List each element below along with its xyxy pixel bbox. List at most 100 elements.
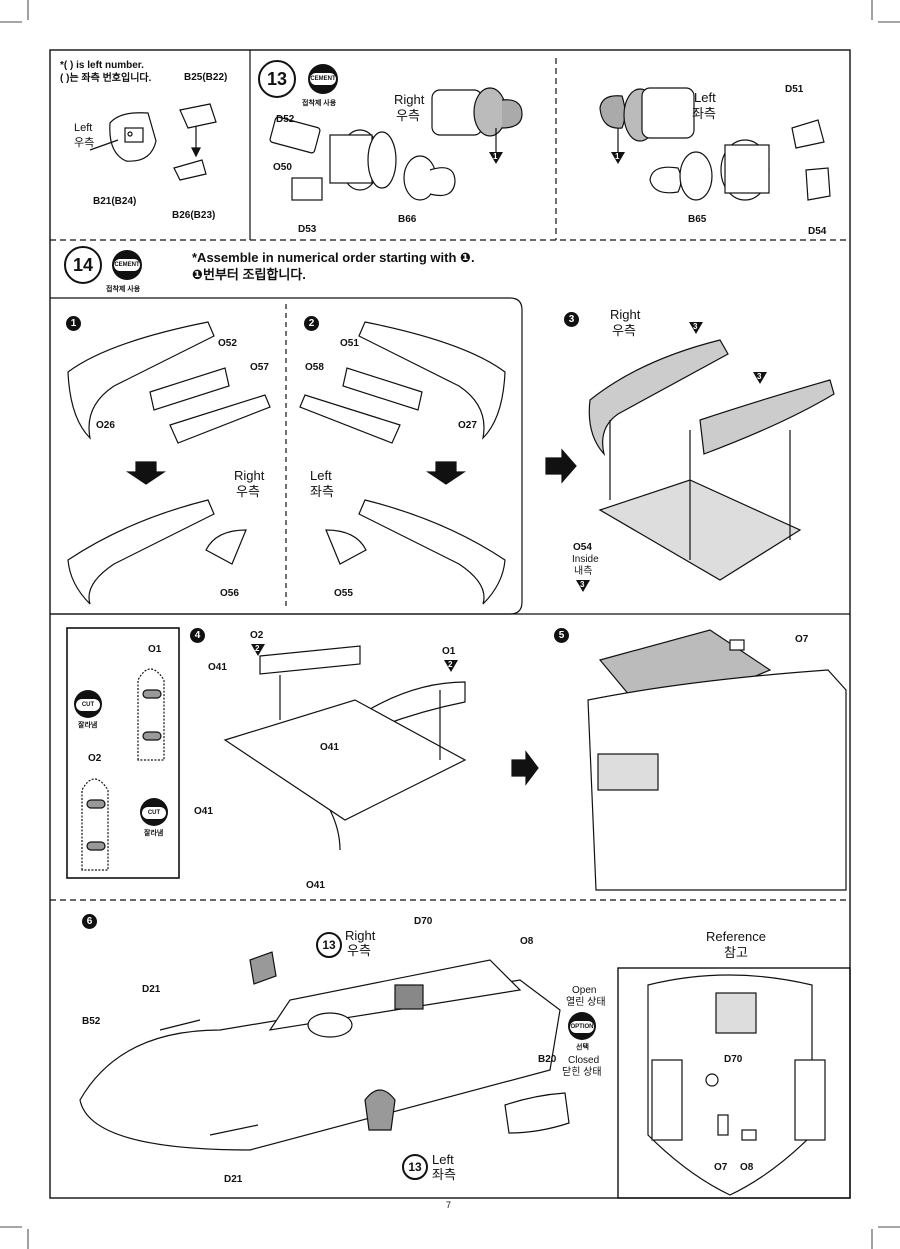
sub6-right-en: Right: [345, 928, 376, 943]
cut-sub: 잘라냄: [144, 830, 164, 837]
step13-ref-right: 13: [316, 932, 342, 958]
cement-icon: CEMENT: [308, 64, 338, 94]
cement-sub: 접착제 사용: [106, 286, 141, 293]
sub2-parts: [299, 321, 506, 605]
step13-left-kr: 좌측: [692, 106, 716, 121]
step14-instruction-en: *Assemble in numerical order starting wi…: [192, 250, 475, 265]
step13-right-parts: [269, 87, 523, 201]
sub1-side-kr: 우측: [236, 484, 260, 499]
marker-3-triangle: 3: [689, 322, 703, 334]
sub-step-6: 6: [82, 914, 97, 929]
part-label-b20: B20: [538, 1054, 557, 1065]
sub3-side-en: Right: [610, 307, 641, 322]
sub6-open-en: Open: [572, 985, 597, 996]
part-label-o27: O27: [458, 420, 477, 431]
part-label-d52: D52: [276, 114, 295, 125]
sub-step-3: 3: [564, 312, 579, 327]
part-label-d21: D21: [224, 1174, 243, 1185]
part-label-d53: D53: [298, 224, 317, 235]
left-number-note-1: *( ) is left number.: [60, 60, 144, 71]
part-label-b25: B25(B22): [184, 72, 228, 83]
part-label-d54: D54: [808, 226, 827, 237]
part-label-o26: O26: [96, 420, 115, 431]
cement-icon: CEMENT: [112, 250, 142, 280]
sub6-closed-kr: 닫힌 상태: [562, 1067, 602, 1078]
sub3-inside-en: Inside: [572, 554, 599, 565]
part-label-o50: O50: [273, 162, 292, 173]
left-number-note-2: ( )는 좌측 번호입니다.: [60, 73, 152, 84]
step13-ref-left: 13: [402, 1154, 428, 1180]
reference-parts: [647, 974, 826, 1196]
sub-step-5: 5: [554, 628, 569, 643]
part-label-o54: O54: [573, 542, 592, 553]
cut-panel-o2: O2: [88, 753, 102, 764]
reference-o8: O8: [740, 1162, 754, 1173]
part-label-o41: O41: [306, 880, 325, 891]
panel-b-parts: [89, 103, 217, 181]
cut-icon: CUT: [74, 690, 102, 718]
part-label-o1: O1: [442, 646, 456, 657]
sub-step-1: 1: [66, 316, 81, 331]
part-label-o8: O8: [520, 936, 534, 947]
sub6-parts: [79, 951, 570, 1151]
sub-step-4: 4: [190, 628, 205, 643]
reference-title-kr: 참고: [724, 945, 748, 960]
step14-instruction-kr: ❶번부터 조립합니다.: [192, 267, 306, 282]
marker-1-triangle-left: 1: [611, 152, 625, 164]
option-sub: 선택: [576, 1044, 589, 1051]
part-label-d21: D21: [142, 984, 161, 995]
step13-left-en: Left: [694, 90, 716, 105]
part-label-o57: O57: [250, 362, 269, 373]
part-label-o58: O58: [305, 362, 324, 373]
marker-3-triangle: 3: [576, 580, 590, 592]
part-label-o52: O52: [218, 338, 237, 349]
cut-icon: CUT: [140, 798, 168, 826]
part-label-o51: O51: [340, 338, 359, 349]
step13-number: 13: [258, 60, 296, 98]
cut-panel-parts: [81, 668, 165, 871]
sub4-parts: [223, 645, 467, 851]
page-number: 7: [446, 1200, 452, 1210]
panel-b-side-kr: 우측: [74, 137, 95, 149]
part-label-o41: O41: [320, 742, 339, 753]
reference-d70: D70: [724, 1054, 743, 1065]
sub3-inside-kr: 내측: [574, 566, 593, 577]
part-label-b66: B66: [398, 214, 417, 225]
sub6-right-kr: 우측: [347, 943, 371, 958]
part-label-d51: D51: [785, 84, 804, 95]
cement-sub: 접착제 사용: [302, 100, 337, 107]
sub-step-2: 2: [304, 316, 319, 331]
sub2-side-en: Left: [310, 468, 332, 483]
step14-number: 14: [64, 246, 102, 284]
part-label-b26: B26(B23): [172, 210, 216, 221]
step13-right-en: Right: [394, 92, 425, 107]
step13-right-kr: 우측: [396, 108, 420, 123]
sub2-side-kr: 좌측: [310, 484, 334, 499]
part-label-o7: O7: [795, 634, 809, 645]
sub1-side-en: Right: [234, 468, 265, 483]
part-label-o55: O55: [334, 588, 353, 599]
part-label-b52: B52: [82, 1016, 101, 1027]
sub6-closed-en: Closed: [568, 1055, 600, 1066]
cut-panel-o1: O1: [148, 644, 162, 655]
sub5-parts: [587, 629, 847, 891]
sub6-open-kr: 열린 상태: [566, 997, 606, 1008]
sub1-parts: [67, 321, 271, 605]
part-label-o41: O41: [208, 662, 227, 673]
part-label-b65: B65: [688, 214, 707, 225]
marker-2-triangle: 2: [444, 660, 458, 672]
part-label-o56: O56: [220, 588, 239, 599]
step13-left-parts: [599, 87, 831, 201]
part-label-b21: B21(B24): [93, 196, 137, 207]
part-label-o2: O2: [250, 630, 264, 641]
sub6-left-kr: 좌측: [432, 1167, 456, 1182]
panel-b-side-en: Left: [74, 122, 93, 134]
page-frame: [49, 49, 851, 1199]
reference-o7: O7: [714, 1162, 728, 1173]
sub3-parts: [588, 339, 835, 581]
part-label-o41: O41: [194, 806, 213, 817]
marker-2-triangle: 2: [251, 644, 265, 656]
